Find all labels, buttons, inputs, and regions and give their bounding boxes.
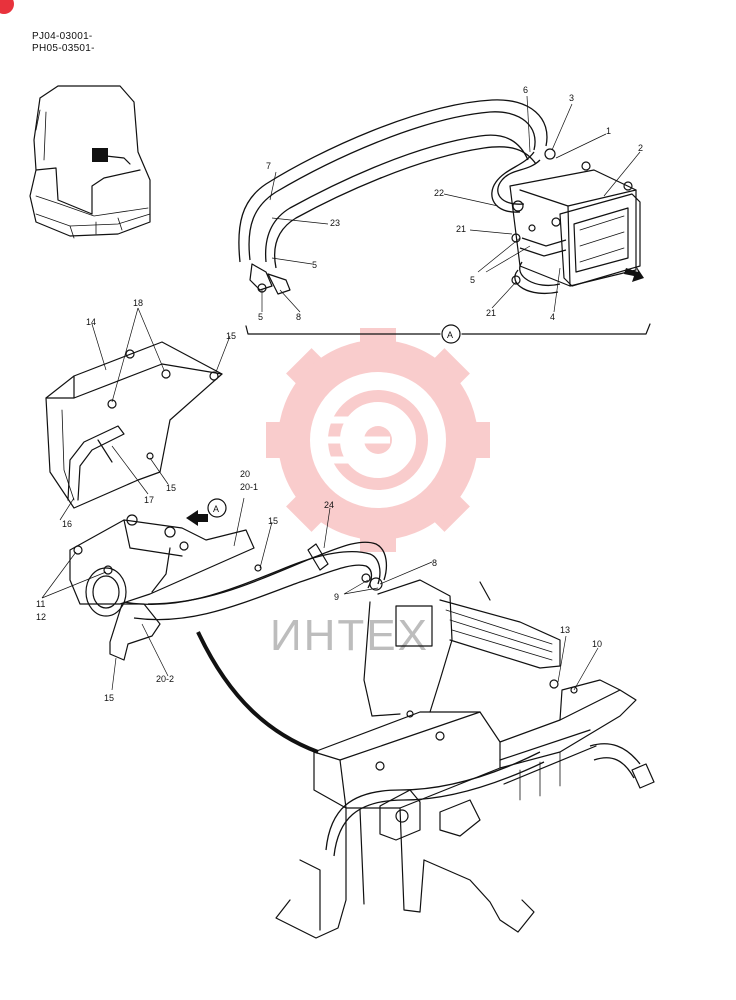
callout-22: 22 — [434, 188, 444, 198]
callout-5a: 5 — [312, 260, 317, 270]
callout-6: 6 — [523, 85, 528, 95]
callout-14: 14 — [86, 317, 96, 327]
callout-labels: 6 3 1 2 7 22 23 21 5 5 5 8 21 4 18 14 15… — [36, 85, 643, 703]
callout-8b: 8 — [432, 558, 437, 568]
callout-9: 9 — [334, 592, 339, 602]
callout-2: 2 — [638, 143, 643, 153]
arrow-a-label: A — [213, 504, 219, 514]
callout-21b: 21 — [486, 308, 496, 318]
duct-cover-assembly: A — [45, 341, 388, 661]
callout-4: 4 — [550, 312, 555, 322]
callout-20: 20 — [240, 469, 250, 479]
watermark-gear-icon — [266, 328, 490, 552]
callout-11: 11 — [36, 599, 45, 609]
callout-21a: 21 — [456, 224, 466, 234]
callout-7: 7 — [266, 161, 271, 171]
callout-8a: 8 — [296, 312, 301, 322]
callout-18: 18 — [133, 298, 143, 308]
callout-17: 17 — [144, 495, 154, 505]
machine-thumbnail — [29, 85, 151, 239]
chassis-frame — [275, 579, 655, 939]
callout-16: 16 — [62, 519, 72, 529]
serial-range-2: PH05-03501- — [32, 43, 95, 54]
watermark-text: ИНТЕХ — [270, 611, 429, 660]
callout-15c: 15 — [268, 516, 278, 526]
callout-20-1: 20-1 — [240, 482, 258, 492]
callout-12: 12 — [36, 612, 46, 622]
callout-5c: 5 — [258, 312, 263, 322]
callout-13: 13 — [560, 625, 570, 635]
callout-20-2: 20-2 — [156, 674, 174, 684]
serial-range-1: PJ04-03001- — [32, 31, 93, 42]
page-badge — [0, 0, 14, 14]
callout-23: 23 — [330, 218, 340, 228]
view-a-label: A — [447, 330, 453, 340]
heater-unit-detail: A — [238, 99, 651, 344]
flow-arc — [196, 631, 319, 754]
callout-15b: 15 — [166, 483, 176, 493]
callout-15d: 15 — [104, 693, 114, 703]
callout-15a: 15 — [226, 331, 236, 341]
callout-10: 10 — [592, 639, 602, 649]
callout-1: 1 — [606, 126, 611, 136]
callout-5b: 5 — [470, 275, 475, 285]
callout-3: 3 — [569, 93, 574, 103]
leader-lines — [41, 95, 641, 691]
callout-24: 24 — [324, 500, 334, 510]
